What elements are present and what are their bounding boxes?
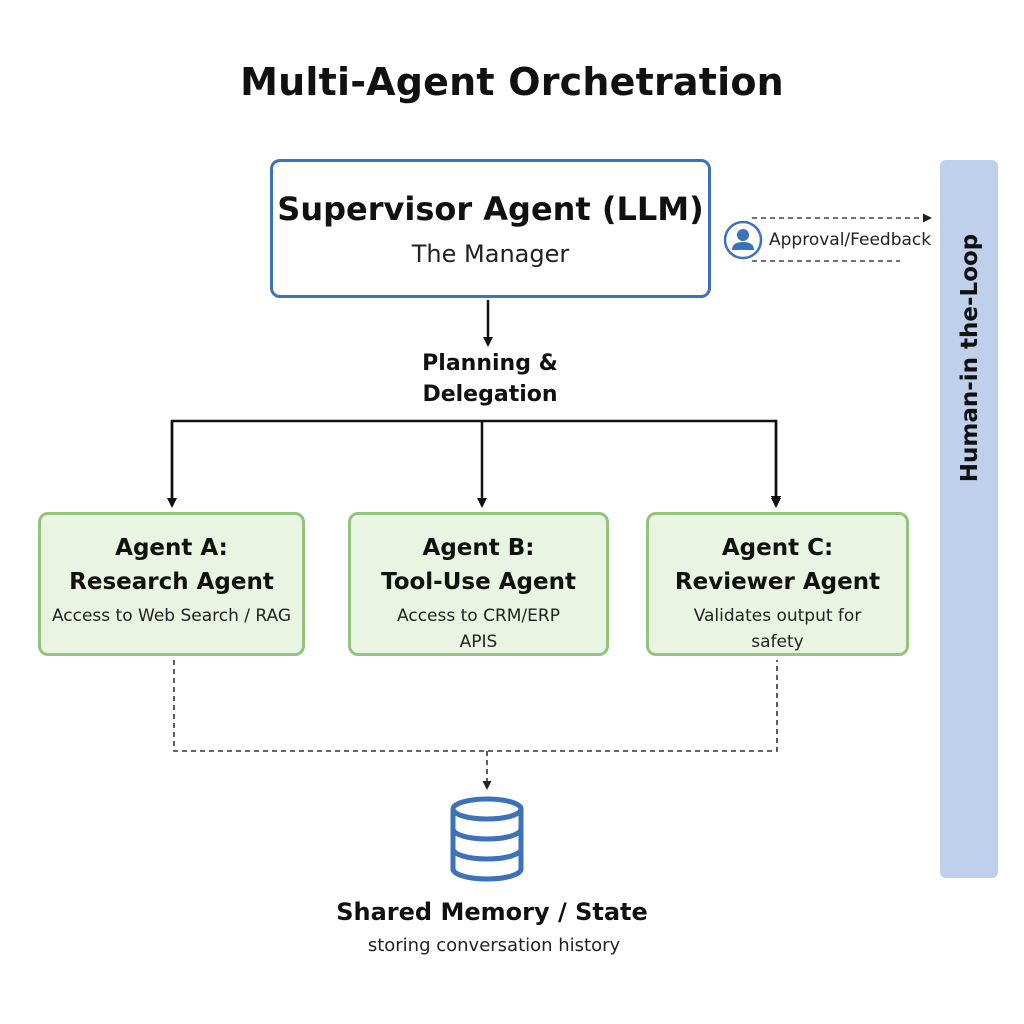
supervisor-agent-box: Supervisor Agent (LLM) The Manager	[270, 159, 711, 298]
human-in-the-loop-bar	[940, 160, 998, 878]
database-icon	[450, 796, 524, 882]
shared-memory-title: Shared Memory / State	[336, 898, 648, 926]
supervisor-name: Supervisor Agent (LLM)	[277, 190, 704, 228]
agent-c-box: Agent C: Reviewer Agent Validates output…	[646, 512, 909, 656]
human-in-the-loop-label: Human-in the-Loop	[957, 233, 983, 483]
shared-memory-description: storing conversation history	[367, 935, 621, 956]
agent-b-name: Tool-Use Agent	[381, 569, 576, 595]
user-icon	[723, 220, 763, 260]
approval-feedback-label: Approval/Feedback	[769, 230, 932, 250]
delegation-line-2: Delegation	[422, 382, 558, 407]
delegation-branch-line	[170, 419, 781, 506]
delegation-line-1: Planning &	[422, 351, 558, 376]
agent-c-name: Reviewer Agent	[674, 569, 881, 595]
agent-a-id: Agent A:	[115, 535, 228, 561]
agent-a-box: Agent A: Research Agent Access to Web Se…	[38, 512, 305, 656]
agent-a-name: Research Agent	[69, 569, 274, 595]
supervisor-role: The Manager	[411, 240, 570, 268]
planning-delegation-label: Planning & Delegation	[380, 348, 600, 410]
agent-c-description: Validates output for safety	[693, 606, 862, 652]
agent-b-description: Access to CRM/ERP APIS	[397, 606, 560, 652]
diagram-title: Multi-Agent Orchetration	[240, 60, 784, 104]
agent-b-box: Agent B: Tool-Use Agent Access to CRM/ER…	[348, 512, 609, 656]
agent-a-description: Access to Web Search / RAG	[51, 606, 292, 626]
agent-c-id: Agent C:	[721, 535, 834, 561]
agent-b-id: Agent B:	[422, 535, 535, 561]
agents-to-memory-dashed-line	[173, 660, 778, 752]
